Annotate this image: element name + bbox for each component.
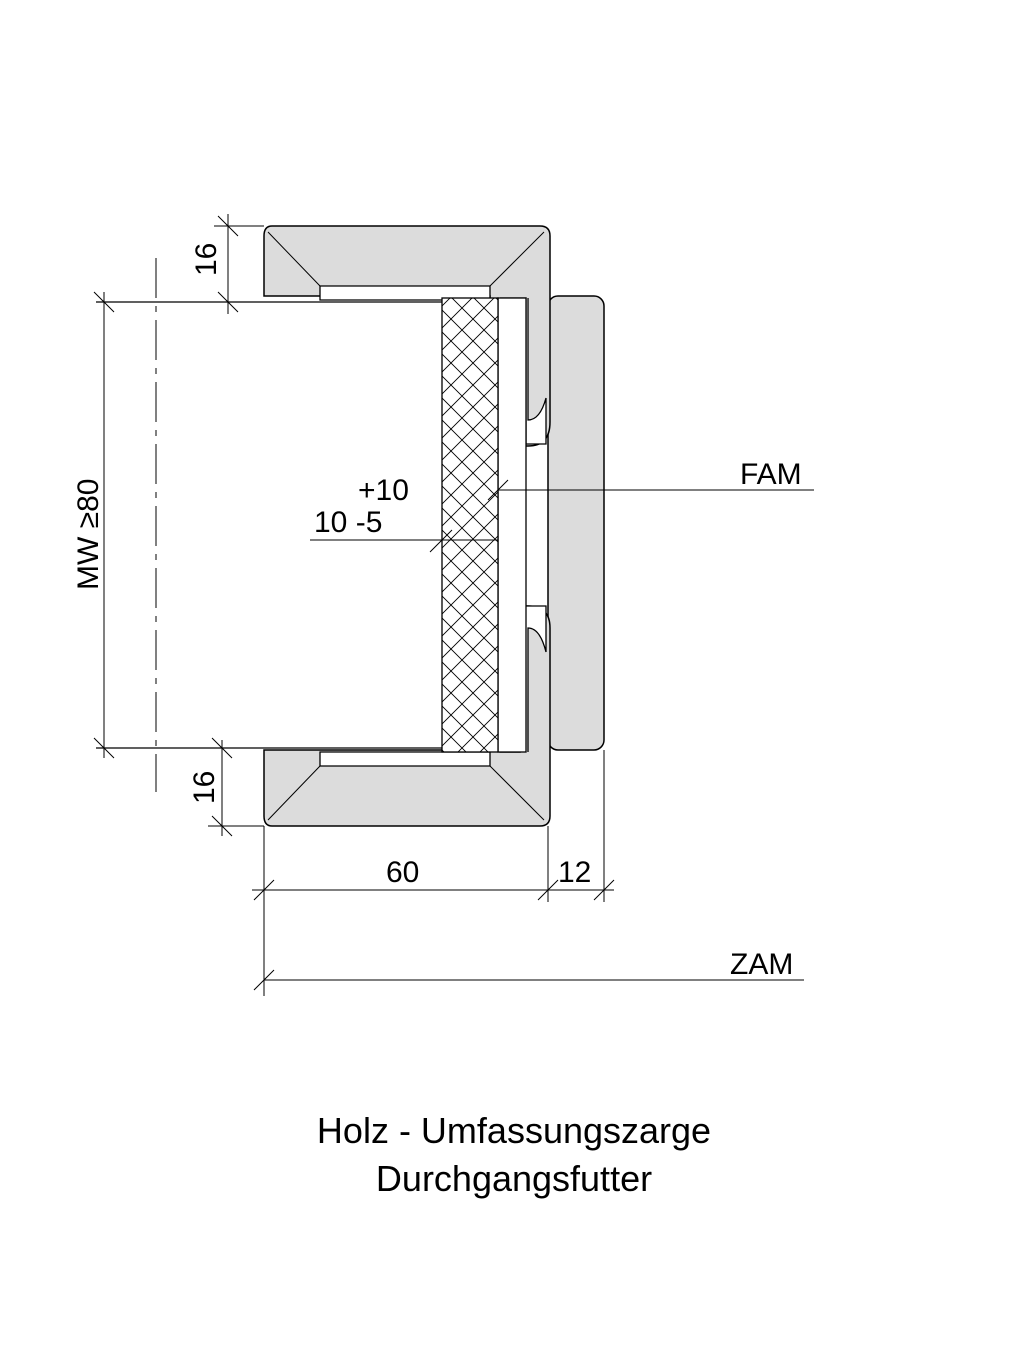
bottom-jamb-miter-left [267,765,321,821]
bottom-jamb-slot [526,605,547,752]
dim-wall-tick1 [93,291,115,313]
dim-gap-value: 10 -5 [314,506,382,539]
dim-12-label: 12 [558,856,591,889]
dim-60-tick1 [253,879,275,901]
dim-12-tick [593,879,615,901]
bottom-jamb-miter-right [489,765,545,821]
cover-strip [547,295,605,751]
top-jamb-miter-right [489,231,545,287]
dim-wall-label: MW ≥80 [72,479,105,590]
zam-label: ZAM [730,948,793,981]
caption-title: Holz - Umfassungszarge [316,1110,712,1151]
dim-gap-tick [429,529,453,553]
dim-bottom-16-tick1 [211,737,233,759]
lining-board [497,297,527,753]
dim-wall-tick2 [93,737,115,759]
caption-subtitle: Durchgangsfutter [375,1158,653,1199]
dim-top-16-tick1 [217,215,239,237]
fam-label: FAM [740,458,802,491]
dim-bottom-16-label: 16 [188,771,221,804]
top-jamb-miter-left [267,231,321,287]
zam-tick [253,969,275,991]
bottom-jamb-inner-profile [319,751,491,767]
dim-60-label: 60 [386,856,419,889]
dim-top-16-tick2 [217,291,239,313]
dim-60-tick2 [537,879,559,901]
top-jamb-slot [500,297,547,445]
fam-tick [487,479,509,501]
dim-bottom-16-tick2 [211,815,233,837]
dim-top-16-label: 16 [190,243,223,276]
dim-gap-plus: +10 [358,474,409,507]
insulation-fill [441,297,499,753]
